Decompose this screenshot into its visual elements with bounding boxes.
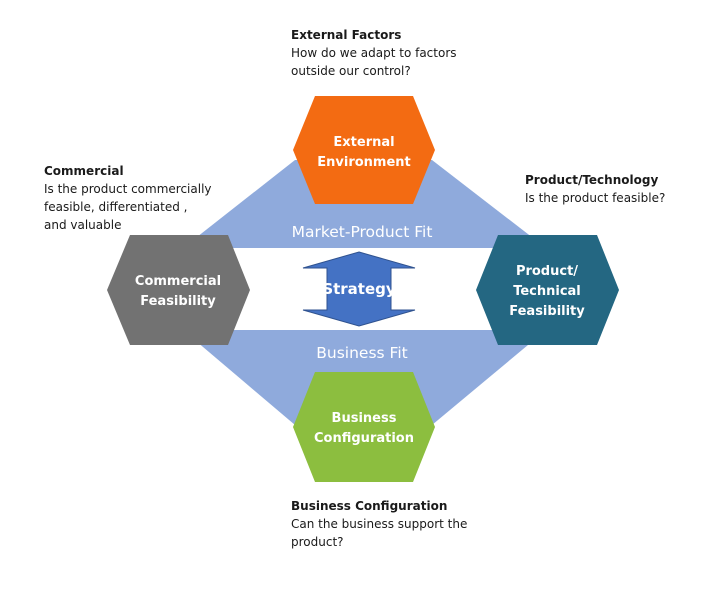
business-configuration-hexagon: Business Configuration: [293, 372, 435, 482]
external-factors-text-line1: How do we adapt to factors: [291, 46, 457, 60]
business-configuration-annotation: Business Configuration Can the business …: [291, 497, 467, 551]
commercial-text-line2: feasible, differentiated ,: [44, 200, 188, 214]
commercial-feasibility-line1: Commercial: [135, 274, 221, 289]
business-configuration-text-line2: product?: [291, 535, 344, 549]
business-configuration-title: Business Configuration: [291, 499, 448, 513]
commercial-text-line3: and valuable: [44, 218, 122, 232]
business-configuration-text-line1: Can the business support the: [291, 517, 468, 531]
strategy-arrow: [302, 251, 416, 327]
technical-feasibility-line2: Technical: [513, 284, 581, 299]
external-environment-shape: [293, 96, 435, 204]
external-factors-text-line2: outside our control?: [291, 64, 411, 78]
external-factors-title: External Factors: [291, 28, 402, 42]
market-product-fit-label: Market-Product Fit: [292, 223, 433, 241]
product-technology-text-line1: Is the product feasible?: [525, 191, 666, 205]
commercial-feasibility-line2: Feasibility: [140, 294, 216, 309]
external-environment-line1: External: [333, 135, 394, 150]
business-configuration-shape: [293, 372, 435, 482]
business-configuration-line2: Configuration: [314, 431, 414, 446]
business-configuration-line1: Business: [332, 411, 397, 426]
business-fit-label: Business Fit: [316, 344, 407, 362]
technical-feasibility-line1: Product/: [516, 264, 578, 279]
technical-feasibility-hexagon: Product/ Technical Feasibility: [476, 235, 619, 345]
commercial-text-line1: Is the product commercially: [44, 182, 212, 196]
technical-feasibility-shape: [476, 235, 619, 345]
commercial-title: Commercial: [44, 164, 124, 178]
commercial-annotation: Commercial Is the product commercially f…: [44, 162, 212, 234]
external-environment-hexagon: External Environment: [293, 96, 435, 204]
product-technology-annotation: Product/Technology Is the product feasib…: [525, 171, 665, 207]
strategy-label: Strategy: [322, 280, 396, 298]
product-technology-title: Product/Technology: [525, 173, 659, 187]
commercial-feasibility-shape: [107, 235, 250, 345]
technical-feasibility-line3: Feasibility: [509, 304, 585, 319]
commercial-feasibility-hexagon: Commercial Feasibility: [107, 235, 250, 345]
external-environment-line2: Environment: [317, 155, 411, 170]
external-factors-annotation: External Factors How do we adapt to fact…: [291, 26, 457, 80]
